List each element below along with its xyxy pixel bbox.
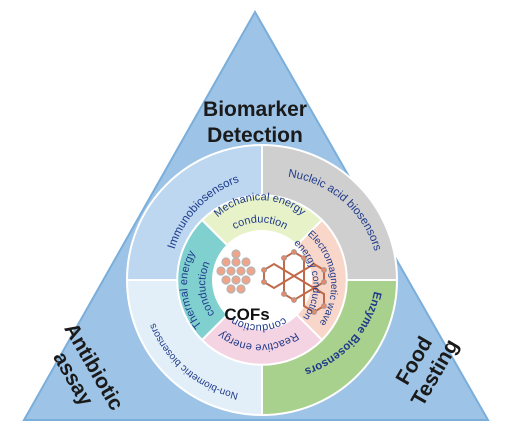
cof-structure-small-icon: [216, 249, 256, 294]
cof-structure-large-icon: [261, 249, 327, 315]
label-mechanical-line2: conduction: [230, 213, 289, 232]
top-label-line2: Detection: [207, 124, 303, 147]
top-label-line1: Biomarker: [203, 98, 307, 121]
center-label: COFs: [224, 305, 269, 324]
label-reactive-line2: conduction: [229, 315, 288, 334]
